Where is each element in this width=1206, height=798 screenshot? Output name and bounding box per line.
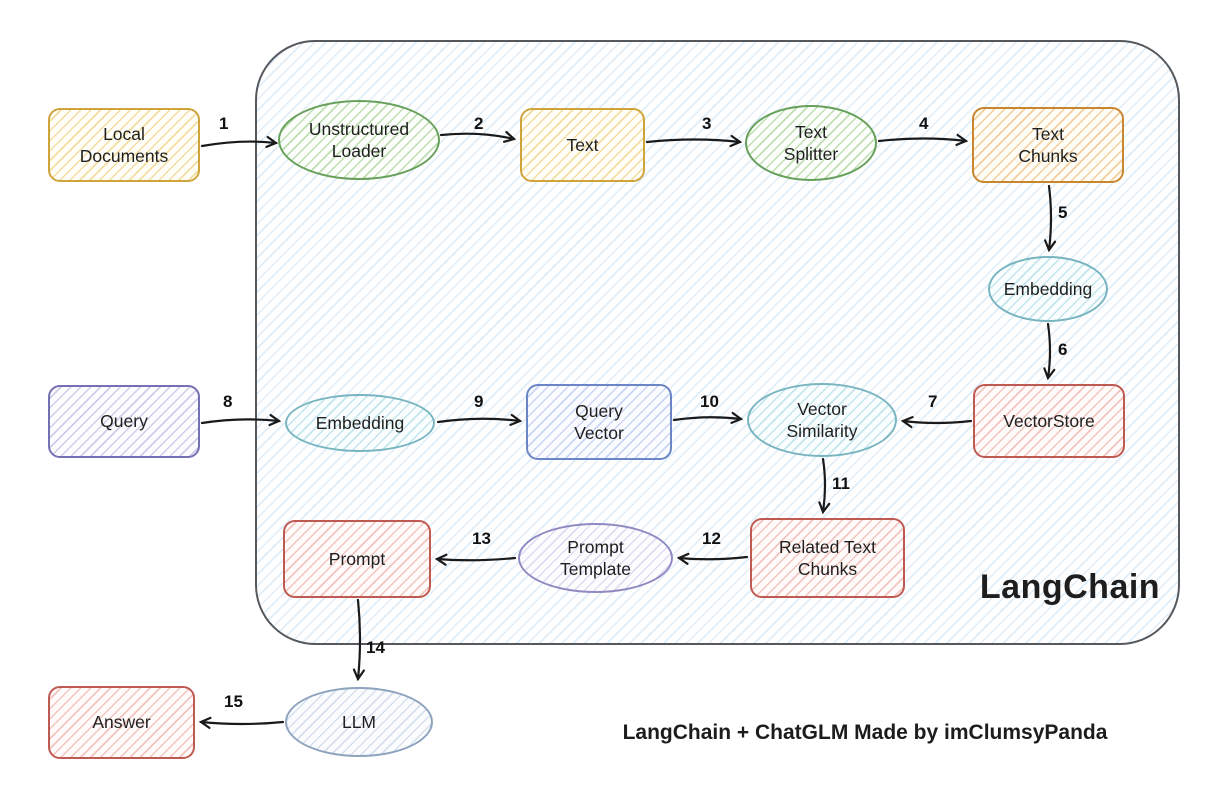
edge-15-label: 15 bbox=[224, 692, 243, 711]
edge-12-label: 12 bbox=[702, 529, 721, 548]
edge-7-label: 7 bbox=[928, 392, 938, 411]
node-text-chunks-label: Text Chunks bbox=[1018, 123, 1078, 166]
node-query: Query bbox=[48, 385, 200, 458]
edge-3-label: 3 bbox=[702, 114, 712, 133]
node-answer: Answer bbox=[48, 686, 195, 759]
diagram-caption: LangChain + ChatGLM Made by imClumsyPand… bbox=[622, 721, 1108, 744]
edge-4-label: 4 bbox=[919, 114, 929, 133]
node-vector-similarity: Vector Similarity bbox=[747, 383, 897, 457]
node-embedding-docs: Embedding bbox=[988, 256, 1108, 322]
node-related-text-chunks: Related Text Chunks bbox=[750, 518, 905, 598]
node-vector-similarity-label: Vector Similarity bbox=[786, 398, 858, 441]
node-local-documents: Local Documents bbox=[48, 108, 200, 182]
node-text-splitter-label: Text Splitter bbox=[783, 121, 839, 164]
node-unstructured-loader-label: Unstructured Loader bbox=[308, 118, 410, 161]
node-query-vector-label: Query Vector bbox=[574, 400, 624, 443]
edge-9-label: 9 bbox=[474, 392, 484, 411]
node-prompt: Prompt bbox=[283, 520, 431, 598]
node-query-vector: Query Vector bbox=[526, 384, 672, 460]
edge-10-label: 10 bbox=[700, 392, 719, 411]
edge-1-label: 1 bbox=[219, 114, 229, 133]
node-embedding-query: Embedding bbox=[285, 394, 435, 452]
node-query-label: Query bbox=[100, 411, 148, 432]
edge-13-label: 13 bbox=[472, 529, 491, 548]
edge-8-label: 8 bbox=[223, 392, 233, 411]
node-prompt-template: Prompt Template bbox=[518, 523, 673, 593]
node-llm: LLM bbox=[285, 687, 433, 757]
node-embedding-query-label: Embedding bbox=[315, 412, 405, 433]
node-llm-label: LLM bbox=[341, 711, 377, 732]
node-unstructured-loader: Unstructured Loader bbox=[278, 100, 440, 180]
langchain-container-label: LangChain bbox=[979, 568, 1161, 606]
node-vectorstore-label: VectorStore bbox=[1003, 410, 1095, 431]
edge-15-path bbox=[198, 716, 285, 729]
node-related-text-chunks-label: Related Text Chunks bbox=[779, 536, 876, 579]
node-text-label: Text bbox=[566, 134, 599, 155]
node-prompt-label: Prompt bbox=[328, 548, 386, 569]
node-embedding-docs-label: Embedding bbox=[1003, 278, 1093, 299]
edge-5-label: 5 bbox=[1058, 203, 1068, 222]
node-text: Text bbox=[520, 108, 645, 182]
node-text-splitter: Text Splitter bbox=[745, 105, 877, 181]
node-answer-label: Answer bbox=[92, 712, 151, 733]
node-text-chunks: Text Chunks bbox=[972, 107, 1124, 183]
edge-14-label: 14 bbox=[366, 638, 385, 657]
edge-2-label: 2 bbox=[474, 114, 484, 133]
edge-6-label: 6 bbox=[1058, 340, 1068, 359]
node-prompt-template-label: Prompt Template bbox=[559, 536, 631, 579]
node-local-documents-label: Local Documents bbox=[79, 123, 169, 166]
edge-11-label: 11 bbox=[832, 474, 850, 493]
node-vectorstore: VectorStore bbox=[973, 384, 1125, 458]
